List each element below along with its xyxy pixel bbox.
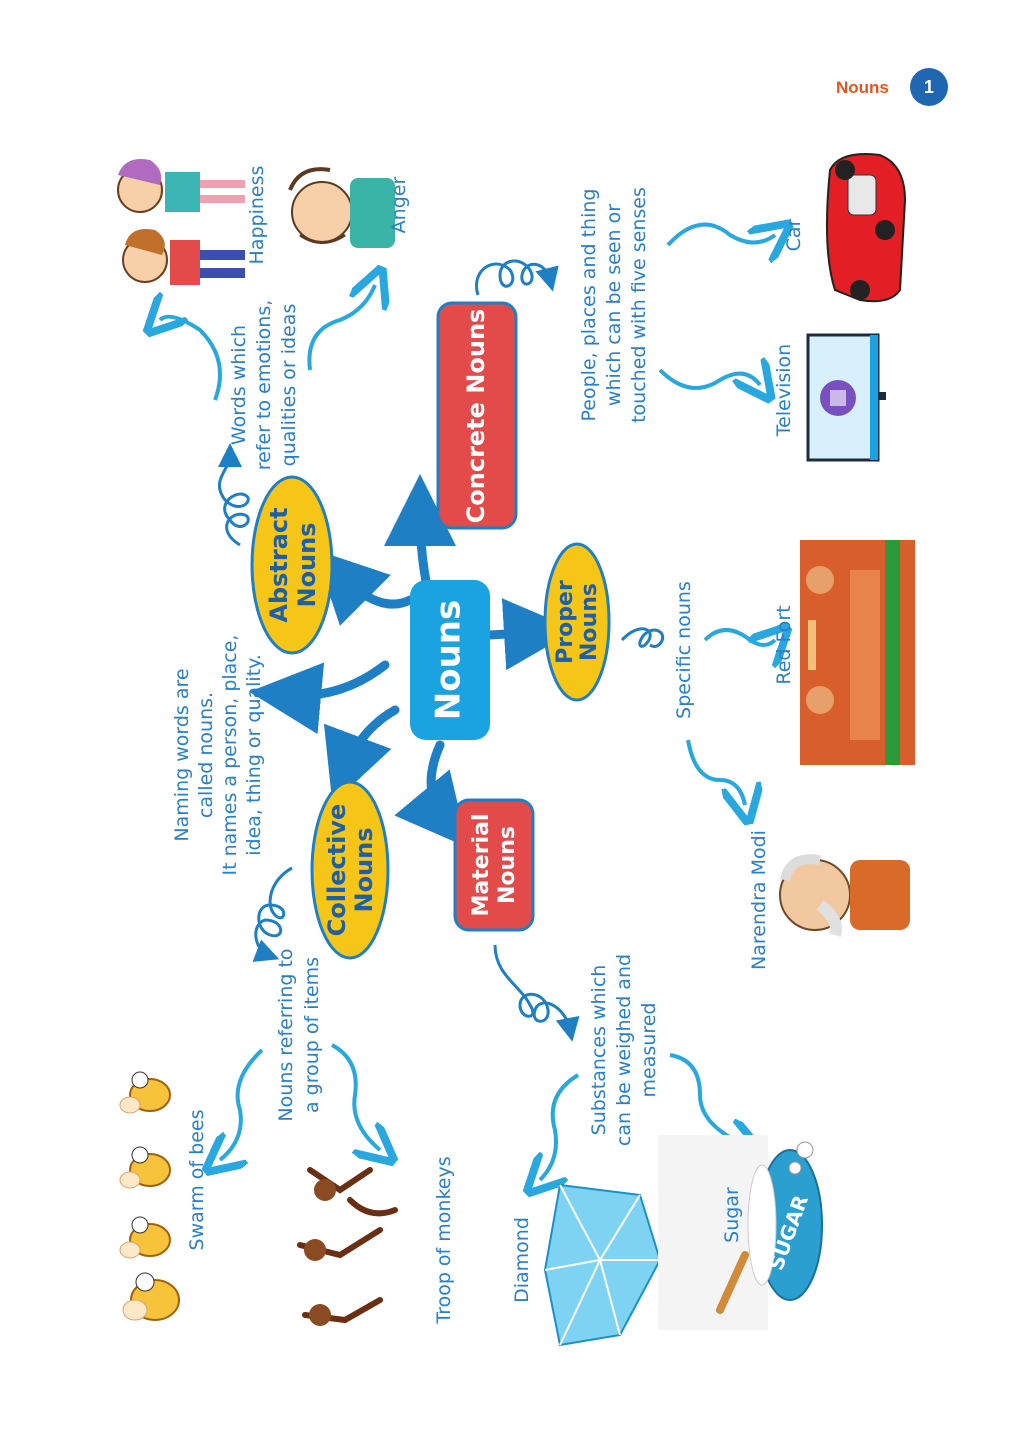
bee-2 — [119, 1146, 171, 1189]
material-desc-3: measured — [638, 1003, 660, 1098]
collective-arrow-bees — [220, 1048, 264, 1160]
proper-arrow-modi — [686, 739, 745, 805]
abstract-arrow-happiness — [160, 317, 222, 401]
diamond-label: Diamond — [511, 1217, 533, 1303]
concrete-curl — [475, 259, 559, 296]
material-label-2: Nouns — [495, 826, 520, 904]
collective-node: Collective Nouns — [310, 780, 390, 960]
angry-man-image — [288, 167, 395, 248]
concrete-desc-3: touched with five senses — [628, 187, 650, 423]
anger-label: Anger — [388, 177, 410, 234]
collective-curl — [252, 866, 293, 962]
proper-label-1: Proper — [553, 580, 578, 664]
abstract-arrow-anger — [307, 285, 375, 371]
sugar-bowl-image: SUGAR — [658, 1135, 823, 1330]
bee-4 — [122, 1272, 180, 1321]
arrow-to-proper — [485, 598, 576, 671]
troop-of-monkeys-label: Troop of monkeys — [433, 1156, 455, 1324]
abstract-node: Abstract Nouns — [250, 475, 334, 655]
car-image — [825, 153, 907, 303]
collective-label-1: Collective — [323, 804, 351, 937]
bees-image — [119, 1071, 180, 1321]
arrow-to-abstract — [314, 549, 415, 626]
abstract-label-2: Nouns — [293, 522, 321, 607]
abstract-description: Words which refer to emotions, qualities… — [228, 300, 300, 471]
collective-arrow-monkeys — [330, 1043, 380, 1150]
concrete-node: Concrete Nouns — [436, 301, 518, 530]
material-desc-2: can be weighed and — [613, 954, 635, 1146]
abstract-desc-3: qualities or ideas — [278, 304, 300, 467]
concrete-desc-1: People, places and thing — [578, 189, 600, 422]
bee-3 — [119, 1216, 171, 1259]
television-image — [806, 333, 886, 462]
collective-desc-1: Nouns referring to — [275, 948, 297, 1121]
page-title: Nouns — [836, 78, 889, 97]
material-label-1: Material — [469, 814, 494, 917]
proper-arrow-redfort — [703, 630, 775, 645]
arrow-to-collective — [323, 705, 400, 804]
center-node: Nouns — [410, 580, 490, 740]
television-label: Television — [773, 344, 795, 437]
collective-description: Nouns referring to a group of items — [275, 948, 323, 1121]
proper-node: Proper Nouns — [543, 542, 611, 702]
narendra-modi-image — [779, 854, 910, 937]
proper-description: Specific nouns — [673, 581, 695, 719]
definition-line-1: Naming words are — [171, 668, 193, 841]
definition-line-3: It names a person, place, — [219, 635, 241, 876]
page-number-badge: 1 — [910, 68, 948, 106]
sugar-label: Sugar — [721, 1187, 743, 1243]
material-arrow-diamond — [540, 1073, 580, 1180]
concrete-description: People, places and thing which can be se… — [578, 187, 650, 423]
material-desc-1: Substances which — [588, 965, 610, 1136]
abstract-desc-2: refer to emotions, — [253, 300, 275, 471]
definition-text: Naming words are called nouns. It names … — [171, 635, 265, 876]
car-label: Car — [783, 218, 805, 251]
red-fort-label: Red Fort — [773, 605, 795, 684]
definition-line-4: idea, thing or quality. — [243, 654, 265, 855]
abstract-curl — [217, 443, 250, 547]
monkeys-image — [297, 1167, 398, 1326]
happiness-label: Happiness — [246, 166, 268, 265]
concrete-desc-2: which can be seen or — [603, 204, 625, 406]
center-label: Nouns — [429, 600, 469, 720]
red-fort-image — [800, 540, 915, 765]
material-node: Material Nouns — [453, 798, 535, 932]
concrete-arrow-tv — [658, 370, 760, 388]
collective-label-2: Nouns — [350, 827, 378, 912]
proper-curl — [620, 627, 665, 648]
arrow-to-definition — [249, 660, 390, 735]
swarm-of-bees-label: Swarm of bees — [186, 1110, 208, 1251]
material-description: Substances which can be weighed and meas… — [588, 954, 660, 1146]
definition-line-2: called nouns. — [195, 692, 217, 818]
diamond-image — [543, 1183, 662, 1347]
concrete-arrow-car — [666, 225, 775, 245]
proper-label-2: Nouns — [577, 583, 602, 661]
narendra-modi-label: Narendra Modi — [748, 830, 770, 970]
collective-desc-2: a group of items — [301, 957, 323, 1113]
happy-kids-image — [117, 159, 245, 285]
material-curl — [493, 944, 580, 1042]
material-arrow-sugar — [669, 1053, 745, 1145]
abstract-desc-1: Words which — [228, 325, 250, 445]
arrow-to-material — [394, 740, 469, 848]
abstract-label-1: Abstract — [265, 507, 293, 622]
bee-1 — [119, 1071, 171, 1114]
concrete-label: Concrete Nouns — [462, 309, 490, 524]
